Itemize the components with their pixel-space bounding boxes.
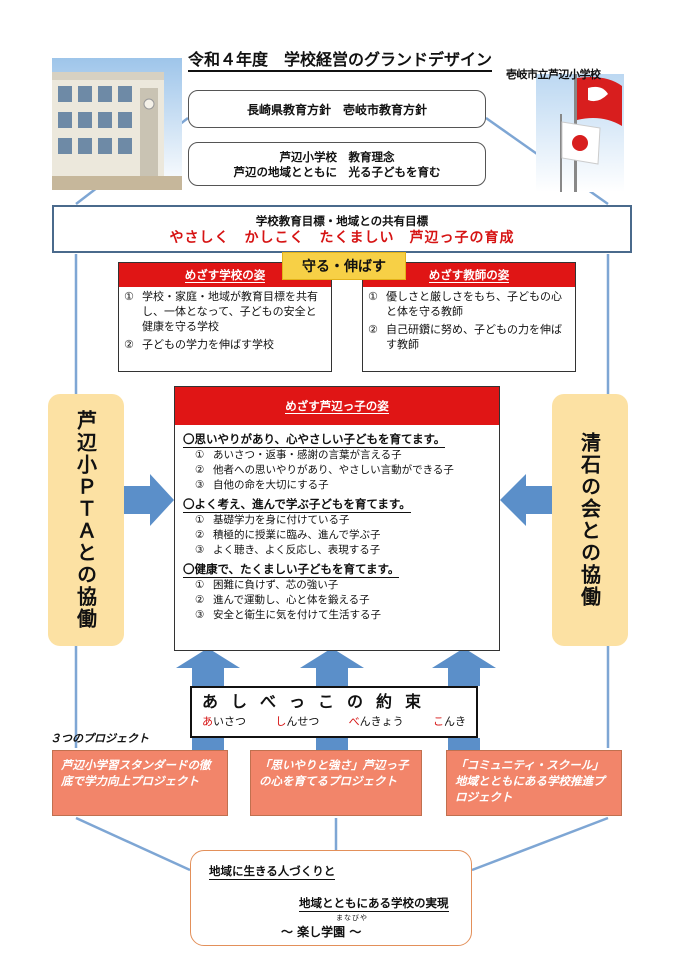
promise-item: べんきょう <box>348 715 404 728</box>
education-policy-text: 長崎県教育方針 壱岐市教育方針 <box>246 102 427 117</box>
vision-ruby: まなびや <box>336 914 368 922</box>
arrow-up-icon <box>300 648 364 686</box>
goal-label: 学校教育目標・地域との共有目標 <box>255 214 429 228</box>
vision-line-2: 地域とともにある学校の実現 <box>299 896 449 912</box>
projects-label: ３つのプロジェクト <box>50 732 149 745</box>
education-policy-box: 長崎県教育方針 壱岐市教育方針 <box>188 90 486 128</box>
education-philosophy-box: 芦辺小学校 教育理念 芦辺の地域とともに 光る子どもを育む <box>188 142 486 186</box>
arrow-stem <box>448 738 480 750</box>
pta-collaboration-text: 芦辺小ＰＴＡとの協働 <box>73 410 98 630</box>
promise-item: しんせつ <box>275 715 320 728</box>
school-goal-box: 学校教育目標・地域との共有目標 やさしく かしこく たくましい 芦辺っ子の育成 <box>52 205 632 253</box>
arrow-stem <box>316 738 348 750</box>
child-section-heading: 〇健康で、たくましい子どもを育てます。 <box>183 562 400 578</box>
arrow-right-icon <box>124 474 174 526</box>
child-ideal-title: めざす芦辺っ子の姿 <box>175 387 499 425</box>
page-title: 令和４年度 学校経営のグランドデザイン <box>140 46 540 72</box>
goal-main-text: やさしく かしこく たくましい 芦辺っ子の育成 <box>169 230 515 246</box>
child-section-heading: 〇よく考え、進んで学ぶ子どもを育てます。 <box>183 497 411 513</box>
promise-title: あしべっこの約束 <box>202 692 435 711</box>
promise-item: こんき <box>432 715 466 728</box>
philosophy-label: 芦辺小学校 教育理念 <box>279 150 395 164</box>
school-building-photo <box>52 58 182 190</box>
protect-nurture-badge: 守る・伸ばす <box>282 252 406 280</box>
school-name: 壱岐市立芦辺小学校 <box>506 68 601 81</box>
flags-photo <box>536 74 624 192</box>
philosophy-text: 芦辺の地域とともに 光る子どもを育む <box>233 165 441 179</box>
arrow-left-icon <box>500 474 552 526</box>
arrow-up-icon <box>432 648 496 686</box>
project-box-heart: 「思いやりと強さ」芦辺っ子の心を育てるプロジェクト <box>250 750 422 816</box>
vision-box: 地域に生きる人づくりと 地域とともにある学校の実現 まなびや ～ 楽し学園 ～ <box>190 850 472 946</box>
promise-item: あいさつ <box>202 715 246 728</box>
vision-line-3: ～ 楽し学園 ～ <box>281 925 362 939</box>
community-collaboration-text: 清石の会との協働 <box>577 432 602 608</box>
vision-line-1: 地域に生きる人づくりと <box>209 864 336 880</box>
project-box-academic: 芦辺小学習スタンダードの徹底で学力向上プロジェクト <box>52 750 228 816</box>
community-collaboration-box: 清石の会との協働 <box>552 394 628 646</box>
ashibekko-promise-box: あしべっこの約束 あいさつ しんせつ べんきょう こんき <box>190 686 478 738</box>
pta-collaboration-box: 芦辺小ＰＴＡとの協働 <box>48 394 124 646</box>
arrow-up-icon <box>176 648 240 686</box>
child-section-heading: 〇思いやりがあり、心やさしい子どもを育てます。 <box>183 432 446 448</box>
arrow-stem <box>192 738 224 750</box>
project-box-community: 「コミュニティ・スクール」地域とともにある学校推進プロジェクト <box>446 750 622 816</box>
